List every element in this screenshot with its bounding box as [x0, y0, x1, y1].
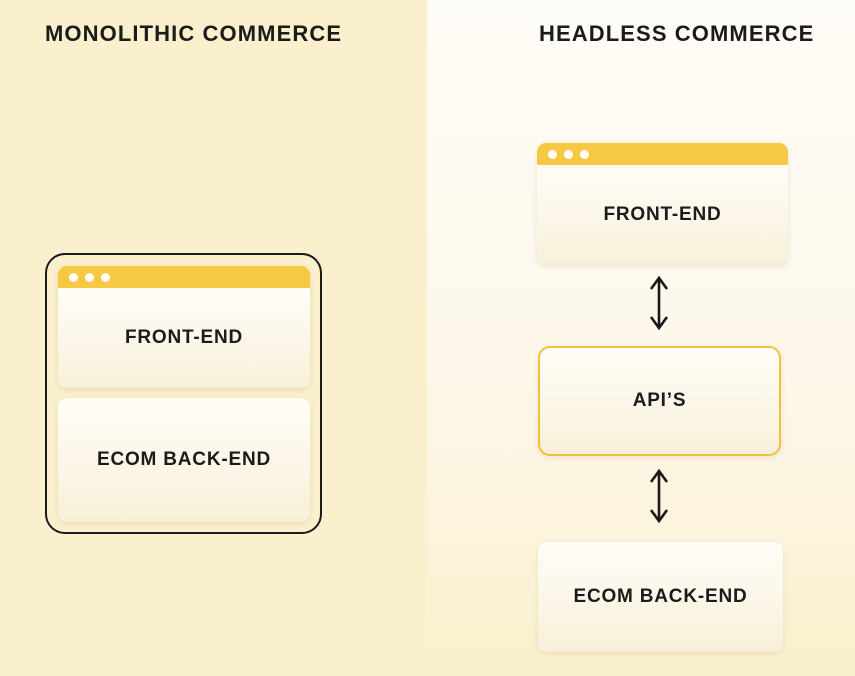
headless-title: HEADLESS COMMERCE — [539, 21, 815, 46]
frontend-label: FRONT-END — [124, 327, 244, 348]
faint-window-dots-icon — [70, 407, 118, 416]
window-titlebar — [537, 143, 788, 165]
api-card: API’S — [538, 346, 781, 456]
headless-panel: HEADLESS COMMERCE FRONT-END API’S — [427, 0, 855, 676]
monolith-boundary-box — [45, 253, 322, 534]
headless-frontend-window: FRONT-END — [537, 143, 788, 264]
ecom-backend-label: ECOM BACK-END — [573, 586, 748, 607]
headless-backend-card: ECOM BACK-END — [538, 542, 783, 652]
window-body: FRONT-END — [58, 288, 310, 388]
window-control-dot-icon — [580, 149, 589, 159]
double-arrow-icon — [649, 468, 669, 524]
faint-window-dots-icon — [550, 551, 598, 560]
window-titlebar — [58, 266, 310, 288]
window-control-dot-icon — [85, 272, 94, 282]
ecom-backend-label: ECOM BACK-END — [96, 449, 271, 470]
window-control-dot-icon — [564, 149, 573, 159]
window-control-dot-icon — [69, 272, 78, 282]
window-control-dot-icon — [548, 149, 557, 159]
api-label: API’S — [632, 390, 687, 411]
monolithic-backend-card: ECOM BACK-END — [58, 398, 310, 522]
monolithic-frontend-window: FRONT-END — [58, 266, 310, 388]
window-control-dot-icon — [101, 272, 110, 282]
frontend-label: FRONT-END — [603, 203, 722, 225]
window-body: FRONT-END — [537, 165, 788, 264]
double-arrow-icon — [649, 275, 669, 331]
faint-window-dots-icon — [552, 357, 600, 366]
monolithic-panel: MONOLITHIC COMMERCE FRONT-END ECOM BACK-… — [0, 0, 427, 676]
monolithic-title: MONOLITHIC COMMERCE — [45, 21, 343, 46]
